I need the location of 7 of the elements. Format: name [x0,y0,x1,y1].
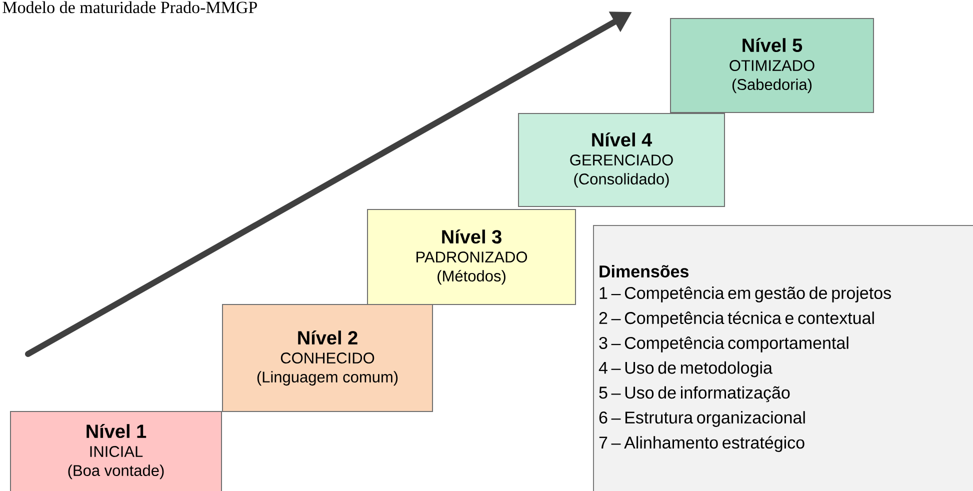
level-box: Nível 2 CONHECIDO (Linguagem comum) [222,304,433,412]
level-box: Nível 4 GERENCIADO (Consolidado) [518,113,725,207]
title: Modelo de maturidade Prado-MMGP [2,1,257,14]
level-box: Nível 1 INICIAL (Boa vontade) [10,411,222,491]
level-box: Nível 5 OTIMIZADO (Sabedoria) [670,18,874,113]
level-box: Nível 3 PADRONIZADO (Métodos) [367,209,576,305]
dimensions-box: Dimensões 1 – Competência em gestão de projetos 2 – Competência técnica e contextual 3 – Competência comportamental 4 – Uso de metodologia 5 – Uso de informatização 6 – Estrutura organizacional 7 – Alinhamento estratégico [593,225,973,491]
